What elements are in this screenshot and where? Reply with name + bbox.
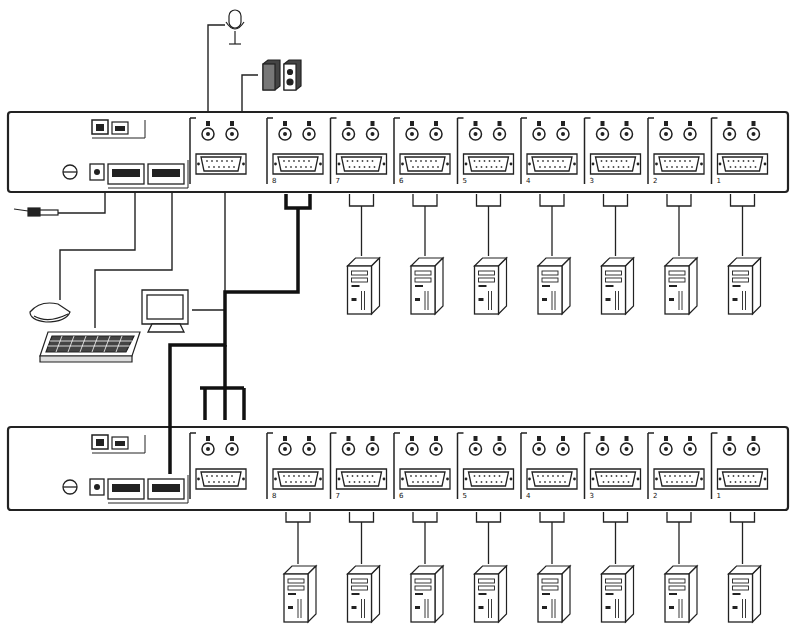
kvm-cable xyxy=(350,512,374,564)
kvm-cable xyxy=(477,194,501,256)
port-number: 5 xyxy=(462,492,468,500)
computer-icon xyxy=(538,258,570,314)
computer-icon xyxy=(602,258,634,314)
port-number: 4 xyxy=(525,177,531,185)
computer-icon xyxy=(411,258,443,314)
kvm-port xyxy=(267,433,323,499)
port-number: 8 xyxy=(271,492,277,500)
kvm-cable xyxy=(413,194,437,256)
port-number: 2 xyxy=(652,177,658,185)
kvm-port xyxy=(648,118,704,184)
port-number: 7 xyxy=(335,177,341,185)
port-number: 2 xyxy=(652,492,658,500)
kvm-port xyxy=(331,433,387,499)
port-number: 6 xyxy=(398,177,404,185)
kvm-cable xyxy=(540,512,564,564)
computer-icon xyxy=(729,566,761,622)
kvm-port xyxy=(521,118,577,184)
port-number: 3 xyxy=(589,492,595,500)
kvm-cable xyxy=(667,512,691,564)
computer-icon xyxy=(475,258,507,314)
kvm-cable xyxy=(604,194,628,256)
kvm-port xyxy=(585,433,641,499)
computer-icon xyxy=(284,566,316,622)
kvm-cable xyxy=(477,512,501,564)
port-number: 8 xyxy=(271,177,277,185)
kvm-cable xyxy=(286,512,310,564)
kvm-port xyxy=(648,433,704,499)
kvm-port xyxy=(458,433,514,499)
computer-icon xyxy=(475,566,507,622)
kvm-cable xyxy=(731,194,755,256)
kvm-port xyxy=(585,118,641,184)
kvm-port xyxy=(712,433,768,499)
computer-icon xyxy=(665,566,697,622)
kvm-port xyxy=(394,118,450,184)
kvm-cable xyxy=(731,512,755,564)
kvm-port xyxy=(267,118,323,184)
kvm-cable xyxy=(604,512,628,564)
port-number: 1 xyxy=(716,492,722,500)
kvm-port xyxy=(394,433,450,499)
port-number: 7 xyxy=(335,492,341,500)
computer-icon xyxy=(538,566,570,622)
computer-icon xyxy=(411,566,443,622)
computer-icon xyxy=(348,258,380,314)
port-number: 5 xyxy=(462,177,468,185)
port-number: 3 xyxy=(589,177,595,185)
port-number: 4 xyxy=(525,492,531,500)
kvm-port xyxy=(331,118,387,184)
kvm-port xyxy=(458,118,514,184)
computer-icon xyxy=(729,258,761,314)
kvm-port xyxy=(712,118,768,184)
kvm-port xyxy=(521,433,577,499)
kvm-cable xyxy=(350,194,374,256)
kvm-cable xyxy=(413,512,437,564)
computer-icon xyxy=(348,566,380,622)
port-number: 1 xyxy=(716,177,722,185)
kvm-cable xyxy=(540,194,564,256)
computer-icon xyxy=(665,258,697,314)
computer-icon xyxy=(602,566,634,622)
port-number: 6 xyxy=(398,492,404,500)
kvm-cable xyxy=(667,194,691,256)
